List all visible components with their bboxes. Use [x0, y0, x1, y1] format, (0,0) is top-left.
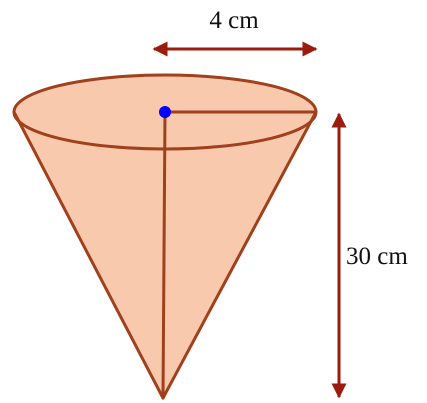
base-center-point	[159, 106, 171, 118]
cone-height-line	[161, 111, 167, 399]
cone-right-edge	[161, 110, 318, 400]
height-label: 30 cm	[346, 243, 408, 270]
radius-label: 4 cm	[209, 7, 259, 34]
cone-left-edge	[12, 110, 165, 400]
